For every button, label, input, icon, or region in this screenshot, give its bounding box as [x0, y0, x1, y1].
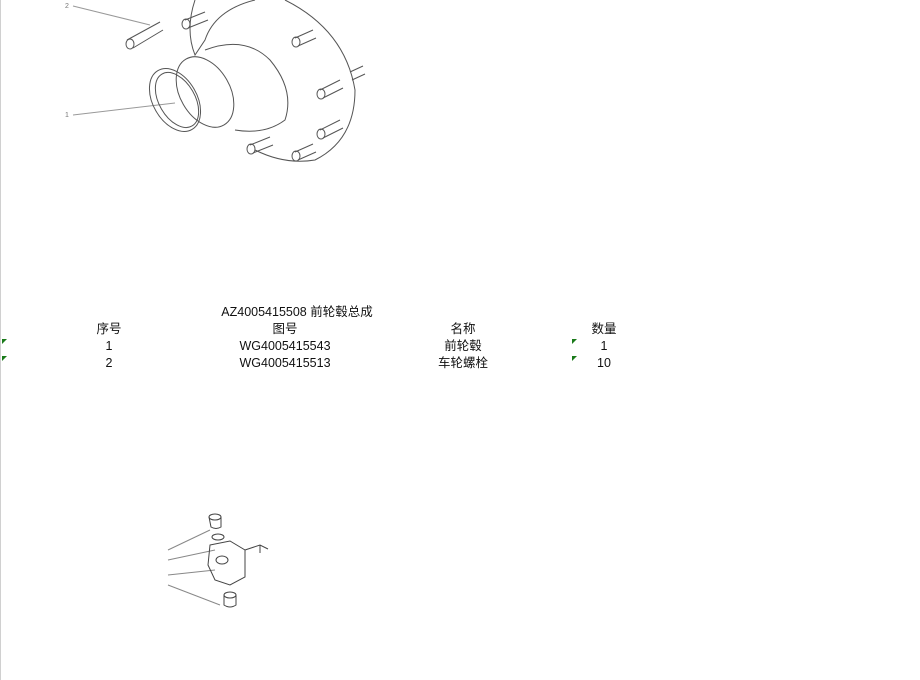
error-indicator-icon[interactable]: [2, 339, 7, 344]
row-1-part-number[interactable]: WG4005415543: [239, 339, 331, 353]
row-2-quantity[interactable]: 10: [597, 356, 611, 370]
row-2-part-number[interactable]: WG4005415513: [239, 356, 331, 370]
header-name[interactable]: 名称: [450, 322, 476, 336]
row-2-name[interactable]: 车轮螺栓: [437, 356, 489, 370]
callout-2: 2: [65, 3, 69, 10]
callout-1: 1: [65, 112, 69, 119]
error-indicator-icon[interactable]: [572, 356, 577, 361]
hub-assembly-drawing[interactable]: 2 1: [55, 0, 375, 170]
error-indicator-icon[interactable]: [2, 356, 7, 361]
header-index[interactable]: 序号: [96, 322, 122, 336]
row-1-name[interactable]: 前轮毂: [444, 339, 482, 353]
row-1-index[interactable]: 1: [105, 339, 113, 353]
header-part-number[interactable]: 图号: [272, 322, 298, 336]
row-1-quantity[interactable]: 1: [600, 339, 608, 353]
sheet-left-border: [0, 0, 1, 680]
header-quantity[interactable]: 数量: [591, 322, 617, 336]
row-2-index[interactable]: 2: [105, 356, 113, 370]
assembly-title[interactable]: AZ4005415508 前轮毂总成: [221, 305, 373, 319]
knuckle-assembly-drawing[interactable]: [160, 505, 280, 615]
error-indicator-icon[interactable]: [572, 339, 577, 344]
